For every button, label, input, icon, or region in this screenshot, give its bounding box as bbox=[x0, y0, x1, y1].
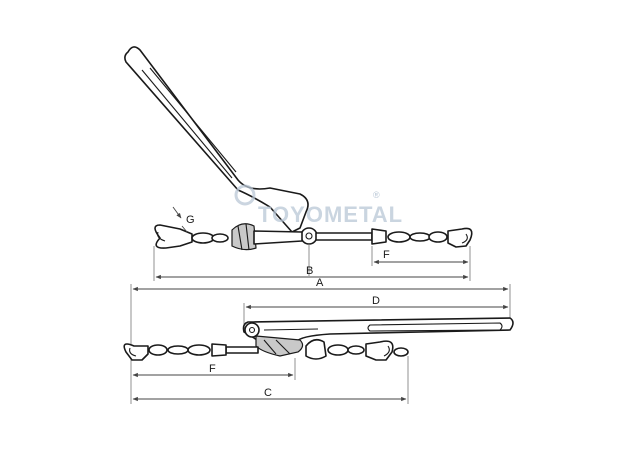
watermark-registered-mark: ® bbox=[373, 190, 380, 200]
label-a: A bbox=[316, 277, 324, 289]
dimension-f-bottom: F bbox=[132, 358, 296, 380]
rod-end-bottom bbox=[211, 343, 227, 357]
chain-link bbox=[187, 344, 211, 356]
chain-link bbox=[393, 347, 409, 357]
dimension-b: B bbox=[153, 244, 471, 281]
tension-rod-bottom bbox=[225, 346, 259, 354]
hook-left-bottom bbox=[123, 343, 149, 361]
dimension-g: G bbox=[172, 206, 195, 233]
rod-end-top bbox=[371, 228, 387, 245]
chain-link bbox=[409, 232, 431, 242]
dimension-c: C bbox=[132, 356, 409, 404]
chain-link bbox=[211, 233, 229, 243]
label-f-bottom: F bbox=[209, 363, 216, 375]
tension-rod-top bbox=[315, 232, 373, 241]
label-f-top: F bbox=[383, 249, 390, 261]
hook-left-top bbox=[154, 224, 193, 249]
label-c: C bbox=[264, 387, 272, 399]
binder-frame-top bbox=[253, 230, 303, 245]
label-d: D bbox=[372, 295, 380, 307]
binder-open-view bbox=[124, 46, 473, 251]
chain-link bbox=[347, 345, 365, 355]
watermark-text: TOYOMETAL bbox=[258, 202, 403, 227]
label-b: B bbox=[306, 265, 313, 277]
chain-link bbox=[167, 345, 189, 355]
dimension-a: A bbox=[130, 277, 511, 404]
lever-pivot-top bbox=[300, 227, 318, 245]
lever-pivot-bottom bbox=[244, 322, 260, 338]
swivel-barrel-top bbox=[231, 223, 257, 251]
chain-link bbox=[428, 231, 448, 243]
hook-right-top bbox=[447, 227, 473, 248]
chain-link bbox=[148, 344, 168, 356]
chain-link bbox=[191, 232, 215, 244]
dimension-f-top: F bbox=[371, 246, 469, 266]
chain-link bbox=[327, 344, 349, 356]
binder-closed-view bbox=[123, 317, 514, 361]
watermark: TOYOMETAL ® bbox=[234, 184, 403, 227]
swivel-bottom bbox=[305, 338, 327, 360]
chain-link bbox=[387, 231, 411, 243]
binder-body-closed bbox=[255, 335, 304, 357]
label-g: G bbox=[186, 214, 195, 226]
